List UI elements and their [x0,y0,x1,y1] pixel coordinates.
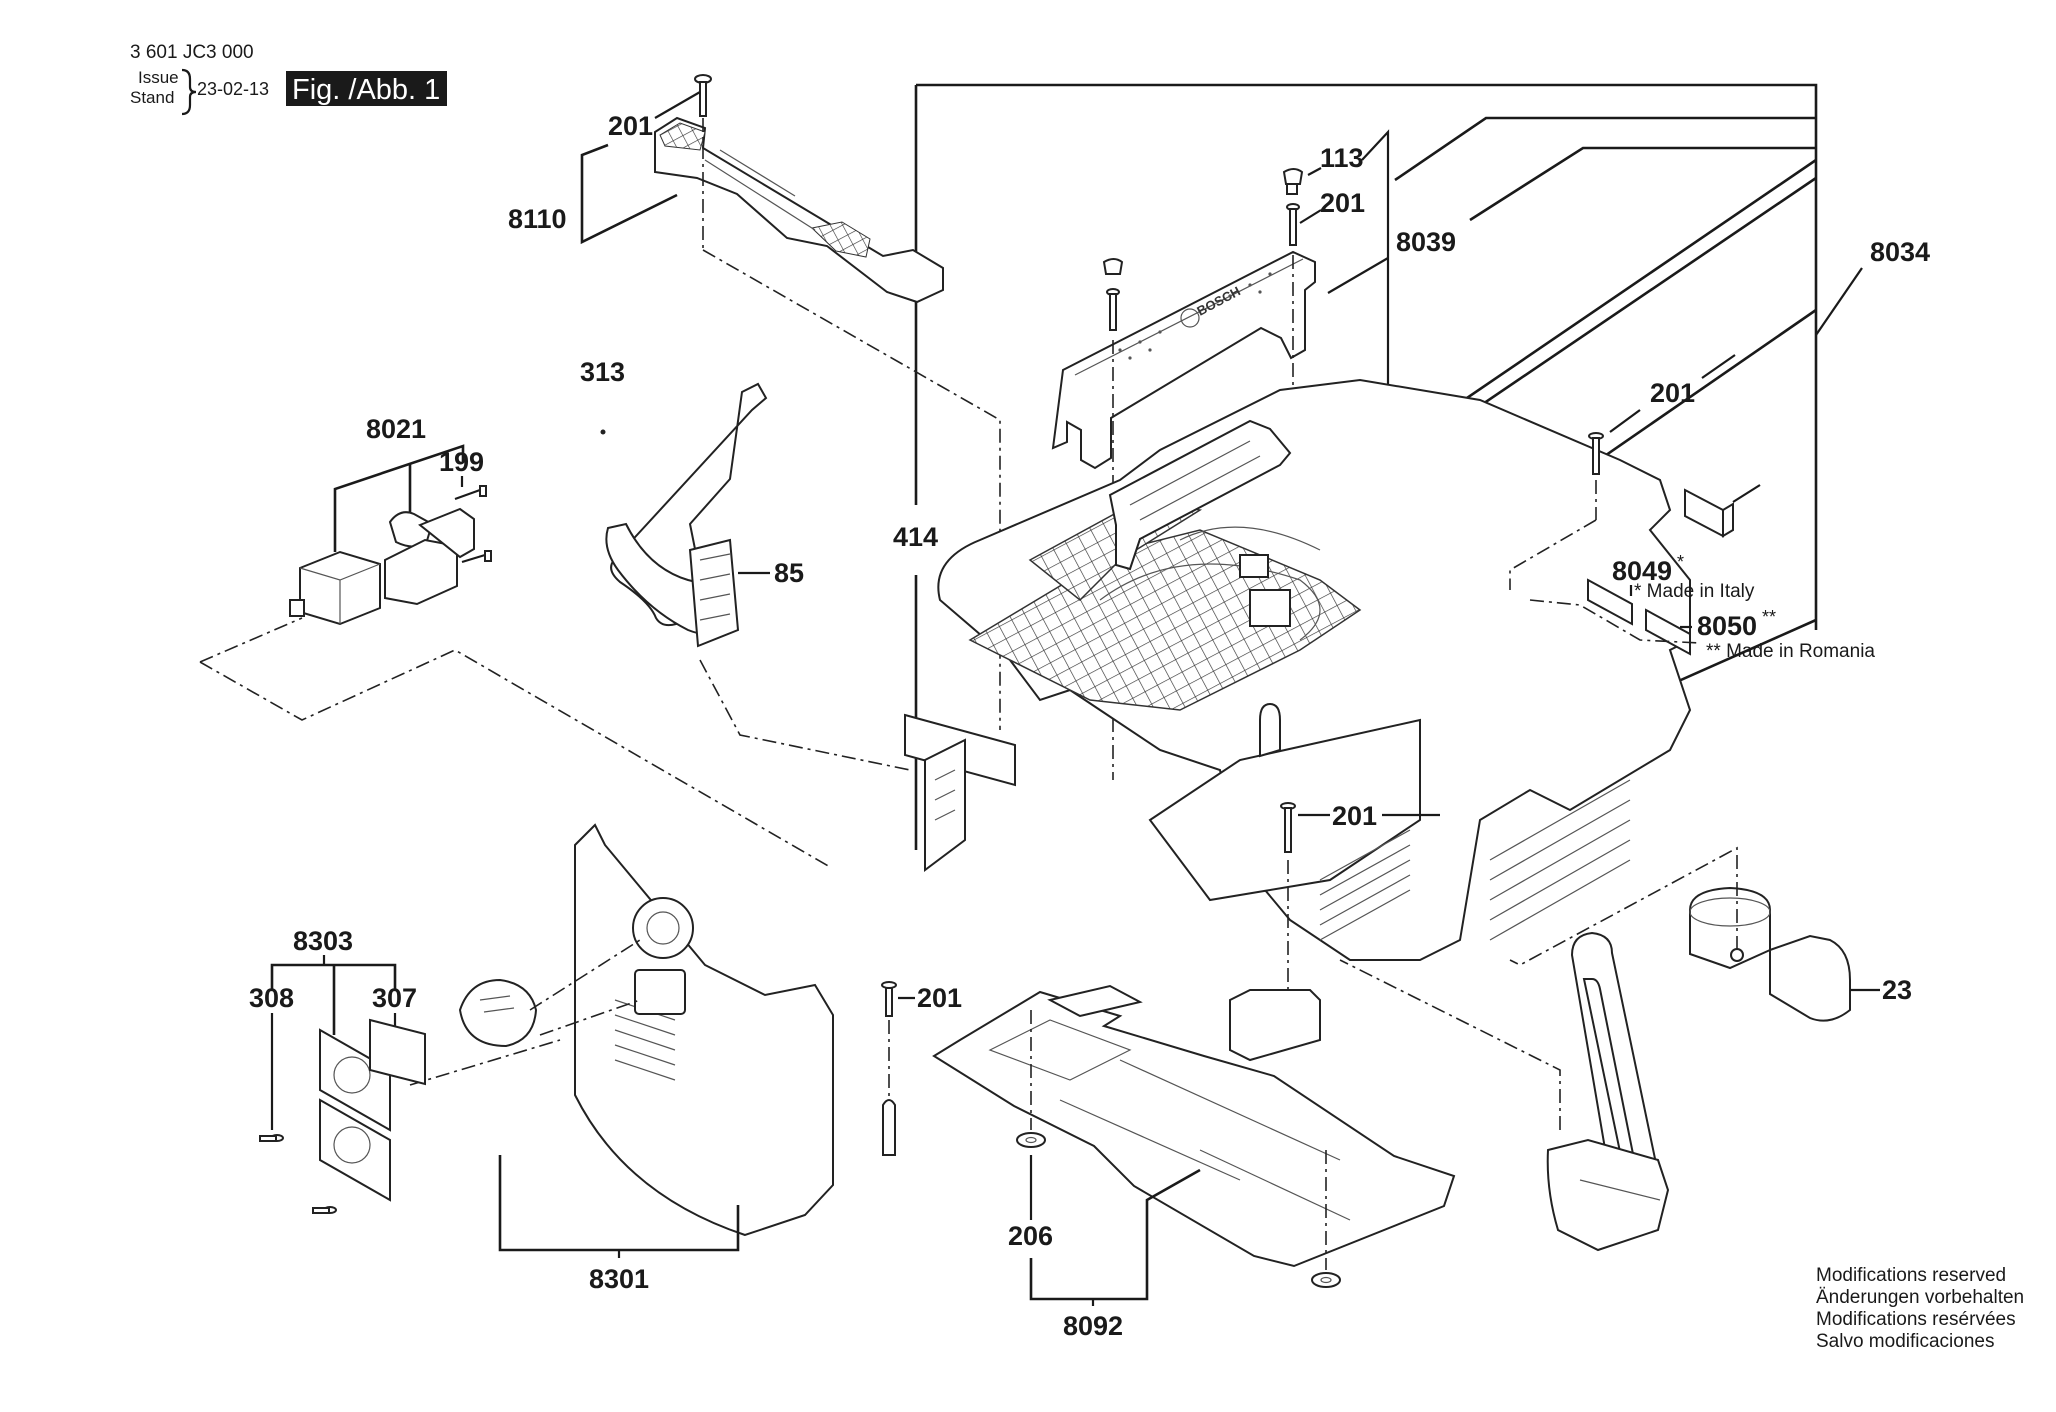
callout-8092: 8092 [1063,1311,1123,1341]
disclaimer-line: Salvo modificaciones [1816,1331,1994,1352]
callout-313: 313 [580,357,625,387]
callout-labels: 201 8110 313 8021 199 85 414 113 201 803… [249,111,1930,1341]
issue-date: 23-02-13 [197,79,269,99]
callout-8049-mark: * [1677,552,1684,572]
callout-8050-mark: ** [1762,607,1776,627]
callout-85: 85 [774,558,804,588]
footnote-made-in-italy: * Made in Italy [1634,581,1755,602]
part-hose-handle [1339,931,1670,1252]
callout-201: 201 [608,111,653,141]
callout-201: 201 [1320,188,1365,218]
part-8301-front-cover [409,823,915,1258]
footnote-made-in-romania: ** Made in Romania [1706,641,1875,662]
part-8092-base-plate [932,984,1456,1306]
issue-label: Issue [138,68,179,87]
stand-label: Stand [130,88,174,107]
callout-201: 201 [1332,801,1377,831]
callout-414: 414 [893,522,938,552]
callout-8050: 8050 [1697,611,1757,641]
callout-8110: 8110 [508,204,567,234]
callout-201: 201 [917,983,962,1013]
figure-label-box [286,71,447,106]
disclaimer-line: Modifications resérvées [1816,1309,2016,1330]
figure-label: Fig. /Abb. 1 [292,74,440,106]
brace [181,68,197,116]
disclaimer-line: Modifications reserved [1816,1265,2006,1286]
callout-199: 199 [439,447,484,477]
callout-206: 206 [1008,1221,1053,1251]
disclaimer-line: Änderungen vorbehalten [1816,1287,2024,1308]
callout-23: 23 [1882,975,1912,1005]
callout-308: 308 [249,983,294,1013]
part-23-hose-clamp [1509,846,1880,1022]
part-313-lever [600,382,911,771]
callout-307: 307 [372,983,417,1013]
callout-8303: 8303 [293,926,353,956]
disclaimer-block: Modifications reserved Änderungen vorbeh… [1816,1265,2024,1352]
part-number: 3 601 JC3 000 [130,42,254,63]
part-8021-switch [199,444,831,868]
part-small-bracket [1509,354,1761,656]
part-8110-handle [580,74,1001,730]
callout-8301: 8301 [589,1264,649,1294]
callout-8034: 8034 [1870,237,1930,267]
callout-113: 113 [1320,143,1364,173]
part-8034-housing [904,378,1692,1062]
callout-8039: 8039 [1396,227,1456,257]
part-8303-socket [259,955,426,1214]
callout-8049: 8049 [1612,556,1672,586]
callout-8021: 8021 [366,414,426,444]
footnotes: * Made in Italy ** Made in Romania [1634,581,1875,662]
callout-201: 201 [1650,378,1695,408]
header-block: 3 601 JC3 000 Issue Stand 23-02-13 Fig. … [130,42,447,116]
